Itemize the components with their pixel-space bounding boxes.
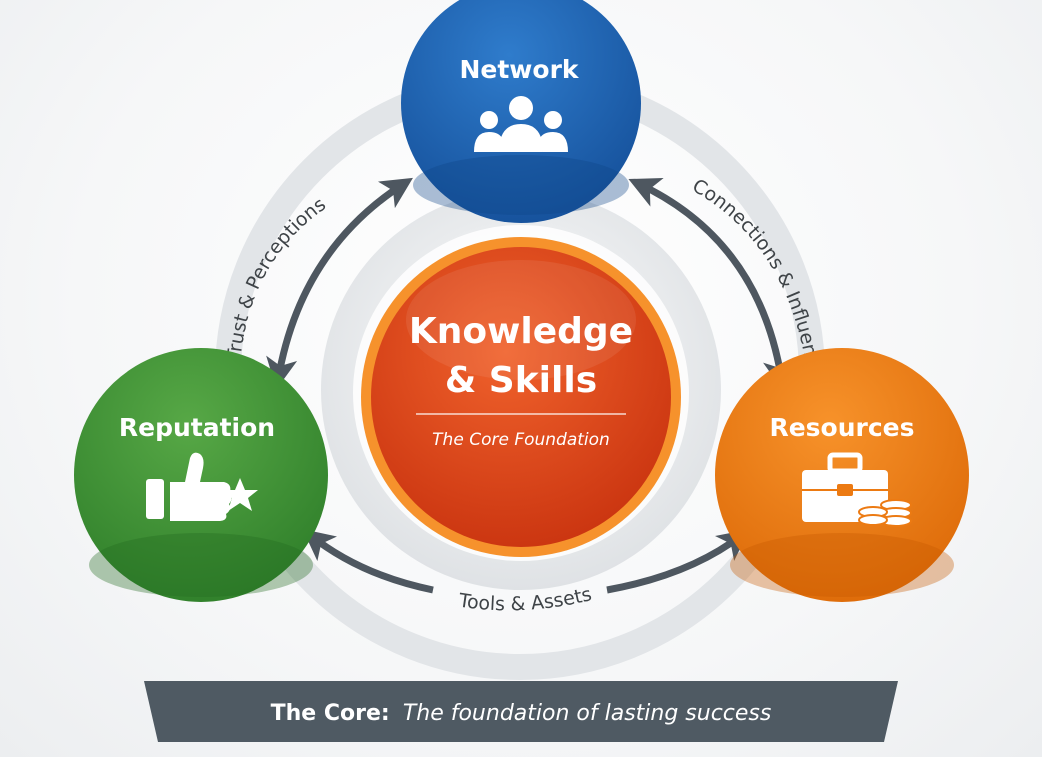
banner-italic: The foundation of lasting success [403, 701, 772, 726]
reputation-node: Reputation [74, 348, 328, 602]
core-title-line2: & Skills [445, 360, 597, 401]
reputation-label: Reputation [119, 413, 275, 442]
arrow-left [266, 177, 413, 390]
arrow-right [628, 177, 795, 392]
people-icon [474, 96, 568, 152]
core-title-line1: Knowledge [409, 311, 633, 352]
core-node: Knowledge & Skills The Core Foundation [361, 237, 681, 557]
footer-banner: The Core: The foundation of lasting succ… [144, 681, 898, 742]
banner-text: The Core: The foundation of lasting succ… [271, 701, 772, 726]
network-node: Network [401, 0, 641, 223]
briefcase-coins-icon [802, 452, 912, 527]
arrow-bottom-right [606, 529, 750, 594]
arrow-bottom-left [302, 529, 434, 594]
core-subtitle: The Core Foundation [432, 430, 610, 450]
banner-bold: The Core: [271, 701, 390, 726]
resources-node: Resources [715, 348, 969, 602]
network-label: Network [459, 55, 579, 84]
resources-label: Resources [769, 413, 914, 442]
thumbs-up-star-icon [146, 452, 258, 521]
